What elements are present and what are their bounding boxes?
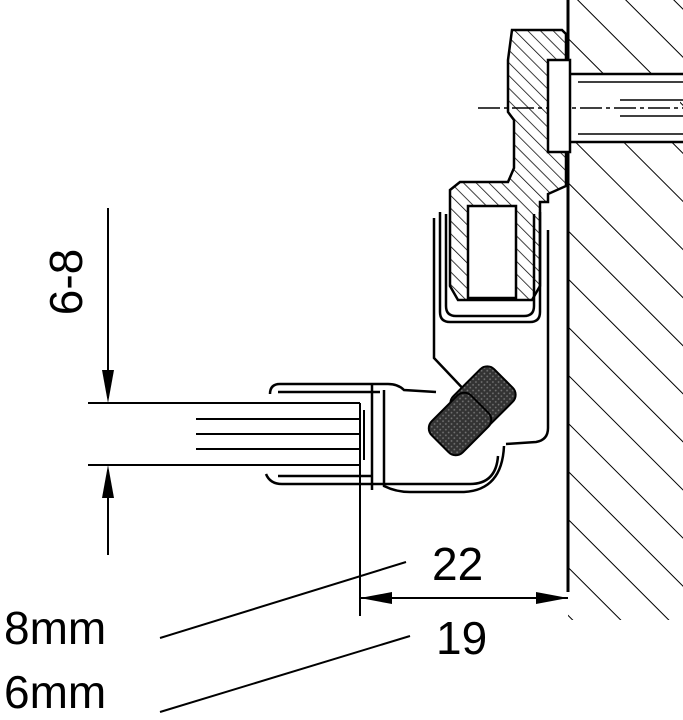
label-6mm: 6mm — [4, 666, 106, 718]
bracket-glass-slot — [466, 204, 518, 300]
glass-panel — [88, 402, 365, 466]
corner-gaskets — [427, 365, 517, 457]
label-dim-22: 22 — [432, 538, 483, 590]
label-glass-gap: 6-8 — [40, 249, 92, 315]
leader-6mm — [159, 635, 411, 713]
dimension-width: 22 19 — [359, 465, 568, 664]
wall-anchor — [478, 72, 683, 144]
leader-8mm — [159, 561, 407, 639]
label-8mm: 8mm — [4, 602, 106, 654]
glass-thickness-callouts: 8mm 6mm — [4, 561, 411, 718]
bracket-plate — [546, 58, 572, 154]
label-dim-19: 19 — [436, 612, 487, 664]
gasket-lower — [427, 391, 493, 457]
wall-bracket — [448, 28, 572, 302]
dimension-glass-gap: 6-8 — [40, 208, 114, 555]
horizontal-seal-profile — [264, 382, 506, 494]
vertical-seal-profile — [432, 212, 550, 446]
